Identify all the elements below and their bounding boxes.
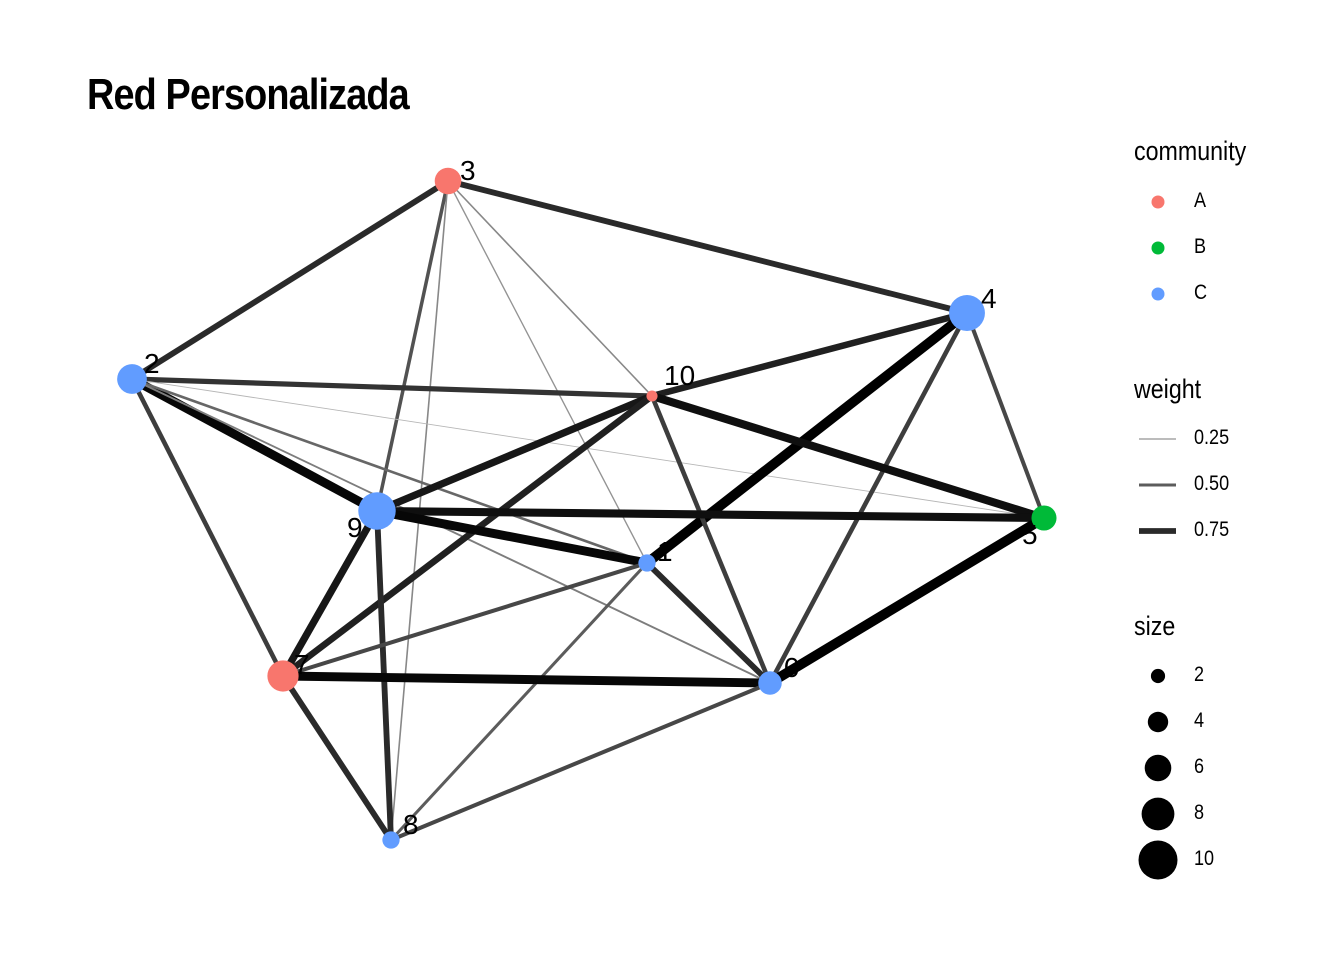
edge-4-1 bbox=[643, 309, 971, 567]
node-labels-layer: 0 1 2 3 4 5 7 8 9 10 bbox=[144, 155, 1038, 840]
edge-4-10 bbox=[651, 309, 968, 400]
legend-label-weight-025: 0.25 bbox=[1194, 426, 1230, 449]
legend-key-community-b bbox=[1151, 241, 1165, 255]
node-7 bbox=[267, 660, 299, 692]
legend-key-size-4 bbox=[1147, 711, 1169, 733]
edge-2-1 bbox=[131, 377, 648, 565]
legend-label-weight-050: 0.50 bbox=[1194, 472, 1230, 495]
node-label-10: 10 bbox=[664, 360, 695, 391]
legend-label-size-10: 10 bbox=[1194, 847, 1215, 870]
edges-layer bbox=[129, 178, 1047, 842]
edge-8-0 bbox=[390, 681, 771, 842]
edge-10-0 bbox=[649, 395, 773, 684]
node-4 bbox=[949, 295, 985, 331]
node-label-5: 5 bbox=[1022, 519, 1038, 550]
node-8 bbox=[382, 831, 400, 849]
edge-2-9 bbox=[129, 375, 380, 515]
nodes-layer bbox=[117, 167, 1057, 849]
edge-3-9 bbox=[375, 180, 450, 512]
edge-1-0 bbox=[644, 560, 773, 686]
edge-7-0 bbox=[282, 671, 771, 688]
edge-10-9 bbox=[375, 392, 654, 515]
legend-label-size-8: 8 bbox=[1194, 801, 1205, 824]
legend-title-weight: weight bbox=[1134, 374, 1202, 404]
edge-9-5 bbox=[376, 506, 1045, 523]
edge-1-7 bbox=[282, 561, 648, 678]
legend-key-community-a bbox=[1151, 195, 1165, 209]
node-3 bbox=[434, 167, 462, 195]
node-10 bbox=[646, 390, 658, 402]
legend-label-size-2: 2 bbox=[1194, 663, 1205, 686]
edge-4-5 bbox=[965, 312, 1046, 519]
legend-title-size: size bbox=[1134, 611, 1176, 641]
graph-title: Red Personalizada bbox=[87, 70, 410, 119]
legend-label-size-6: 6 bbox=[1194, 755, 1205, 778]
node-label-7: 7 bbox=[294, 649, 310, 680]
legend-marks bbox=[1138, 195, 1178, 880]
edge-2-0 bbox=[131, 378, 771, 684]
edge-0-5 bbox=[767, 513, 1047, 688]
legend-key-size-2 bbox=[1150, 668, 1166, 684]
legend-label-community-c: C bbox=[1194, 281, 1208, 304]
edge-2-3 bbox=[130, 178, 450, 382]
legend-key-size-10 bbox=[1138, 840, 1178, 880]
node-label-3: 3 bbox=[460, 155, 476, 186]
node-label-4: 4 bbox=[981, 283, 997, 314]
legend-key-community-c bbox=[1151, 287, 1165, 301]
edge-3-4 bbox=[447, 178, 968, 316]
node-5 bbox=[1031, 505, 1057, 531]
edge-1-8 bbox=[389, 561, 649, 842]
node-1 bbox=[638, 554, 656, 572]
node-2 bbox=[117, 364, 147, 394]
node-label-2: 2 bbox=[144, 348, 160, 379]
legend-label-community-a: A bbox=[1194, 189, 1207, 212]
node-label-8: 8 bbox=[403, 809, 419, 840]
legend-label-size-4: 4 bbox=[1194, 709, 1205, 732]
legend-label-weight-075: 0.75 bbox=[1194, 518, 1230, 541]
edge-2-10 bbox=[131, 376, 653, 399]
legend-label-community-b: B bbox=[1194, 235, 1207, 258]
legend-key-size-6 bbox=[1144, 754, 1172, 782]
edge-9-1 bbox=[376, 506, 648, 568]
edge-10-5 bbox=[650, 392, 1046, 522]
edge-10-7 bbox=[281, 393, 654, 679]
node-0 bbox=[758, 671, 782, 695]
legend-key-size-8 bbox=[1141, 797, 1175, 831]
edge-3-10 bbox=[447, 180, 653, 397]
node-label-0: 0 bbox=[784, 652, 800, 683]
legend-title-community: community bbox=[1134, 136, 1247, 166]
edge-3-1 bbox=[447, 180, 648, 564]
edge-2-7 bbox=[129, 377, 286, 678]
edge-4-0 bbox=[767, 311, 970, 685]
node-label-9: 9 bbox=[347, 512, 363, 543]
node-label-1: 1 bbox=[657, 536, 673, 567]
edge-9-7 bbox=[279, 509, 381, 678]
node-9 bbox=[358, 492, 396, 530]
edge-7-8 bbox=[280, 674, 394, 842]
